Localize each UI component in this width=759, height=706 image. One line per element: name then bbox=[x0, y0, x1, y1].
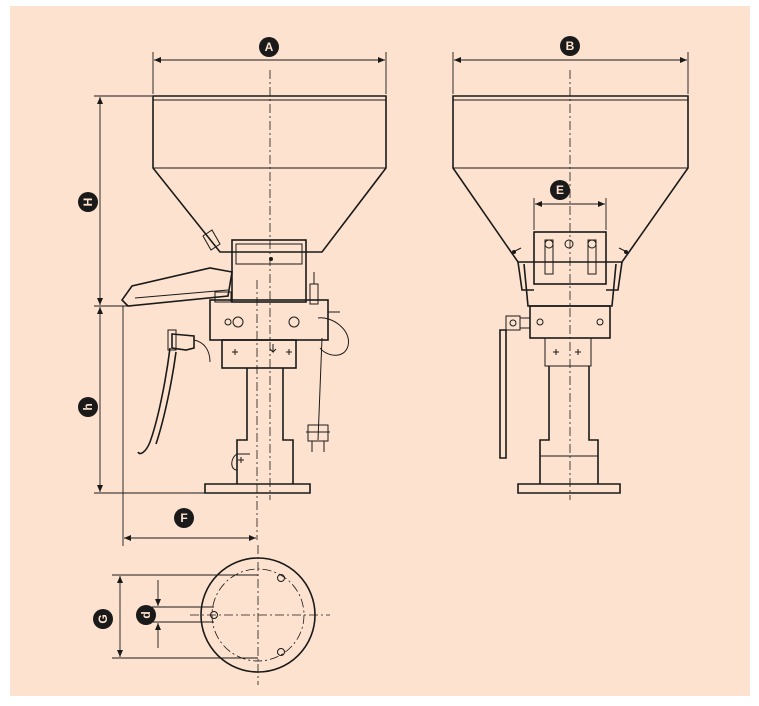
label-E: E bbox=[550, 180, 570, 200]
side-column bbox=[539, 366, 599, 484]
label-h: h bbox=[78, 397, 98, 417]
front-valve-block bbox=[209, 299, 329, 341]
svg-text:E: E bbox=[556, 183, 564, 197]
label-B: B bbox=[560, 36, 580, 56]
label-A: A bbox=[259, 37, 279, 57]
side-view bbox=[452, 70, 689, 500]
front-head-housing bbox=[231, 239, 307, 303]
drawing-frame: A B E H h F G d bbox=[10, 6, 750, 696]
svg-text:A: A bbox=[265, 40, 274, 54]
label-d: d bbox=[136, 605, 156, 625]
dimensions bbox=[94, 52, 689, 659]
svg-text:d: d bbox=[139, 611, 153, 618]
top-view bbox=[190, 545, 330, 685]
label-G: G bbox=[93, 609, 113, 629]
front-foot bbox=[204, 483, 311, 494]
technical-drawing: A B E H h F G d bbox=[78, 36, 689, 685]
front-hopper bbox=[152, 95, 387, 253]
side-foot bbox=[517, 483, 621, 494]
front-trigger bbox=[171, 333, 195, 351]
svg-text:h: h bbox=[81, 403, 95, 410]
label-H: H bbox=[78, 192, 98, 212]
side-hopper bbox=[452, 95, 689, 263]
svg-text:F: F bbox=[180, 511, 187, 525]
label-F: F bbox=[174, 508, 194, 528]
front-column bbox=[236, 368, 294, 484]
front-handle bbox=[120, 267, 233, 307]
front-view bbox=[120, 70, 387, 540]
svg-text:H: H bbox=[81, 198, 95, 207]
svg-text:G: G bbox=[96, 614, 110, 623]
svg-text:B: B bbox=[566, 39, 575, 53]
